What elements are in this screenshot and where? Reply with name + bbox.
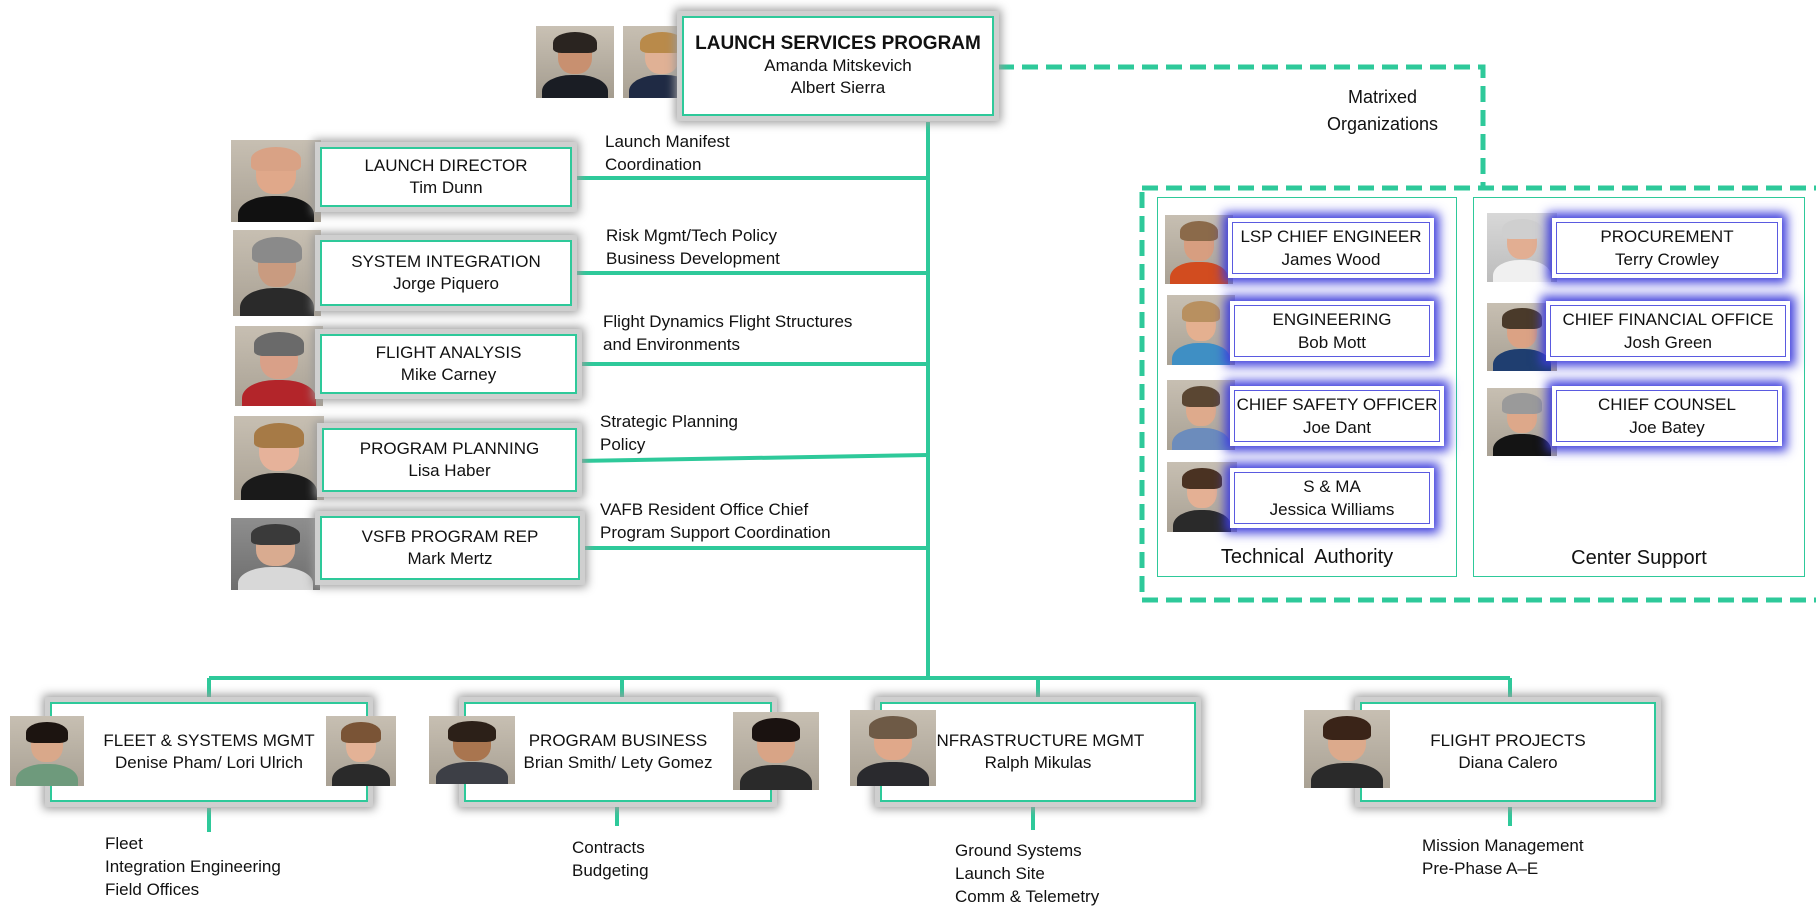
photo-ralph-mikulas bbox=[850, 710, 936, 786]
photo-joe-batey bbox=[1487, 388, 1557, 456]
project-name: Brian Smith/ Lety Gomez bbox=[523, 753, 713, 772]
photo-diana-calero bbox=[1304, 710, 1390, 788]
top-program-name-2: Albert Sierra bbox=[790, 78, 886, 97]
project-name: Ralph Mikulas bbox=[984, 753, 1092, 772]
staff-name: Jorge Piquero bbox=[393, 274, 499, 293]
staff-box-launch-director: LAUNCH DIRECTOR Tim Dunn bbox=[320, 147, 572, 207]
photo-mike-carney bbox=[235, 326, 323, 406]
project-title: FLEET & SYSTEMS MGMT bbox=[103, 731, 315, 750]
staff-name: Mark Mertz bbox=[407, 549, 493, 568]
staff-title: SYSTEM INTEGRATION bbox=[351, 252, 541, 271]
cs-box-procurement: PROCUREMENT Terry Crowley bbox=[1556, 222, 1778, 274]
top-program-box: LAUNCH SERVICES PROGRAM Amanda Mitskevic… bbox=[682, 16, 994, 116]
ta-name: Joe Dant bbox=[1302, 418, 1372, 437]
photo-bob-mott bbox=[1167, 295, 1235, 365]
staff-desc-program-planning: Strategic Planning Policy bbox=[600, 412, 738, 454]
photo-josh-green bbox=[1487, 303, 1557, 371]
center-support-panel bbox=[1473, 197, 1805, 577]
ta-title: CHIEF SAFETY OFFICER bbox=[1236, 395, 1438, 414]
ta-name: James Wood bbox=[1281, 250, 1381, 269]
technical-authority-panel bbox=[1157, 197, 1457, 577]
project-desc-fleet: Fleet Integration Engineering Field Offi… bbox=[105, 834, 281, 899]
photo-tim-dunn bbox=[231, 140, 321, 222]
cs-name: Joe Batey bbox=[1629, 418, 1705, 437]
cs-title: CHIEF COUNSEL bbox=[1598, 395, 1736, 414]
photo-joe-dant bbox=[1167, 380, 1235, 450]
top-program-title: LAUNCH SERVICES PROGRAM bbox=[695, 33, 981, 54]
photo-denise-pham bbox=[10, 716, 84, 786]
technical-authority-label: Technical Authority bbox=[1220, 546, 1394, 568]
project-title: FLIGHT PROJECTS bbox=[1430, 731, 1586, 750]
project-title: PROGRAM BUSINESS bbox=[528, 731, 708, 750]
ta-box-s-and-ma: S & MA Jessica Williams bbox=[1234, 472, 1430, 524]
staff-box-flight-analysis: FLIGHT ANALYSIS Mike Carney bbox=[320, 334, 577, 394]
ta-title: ENGINEERING bbox=[1272, 310, 1392, 329]
cs-name: Terry Crowley bbox=[1615, 250, 1719, 269]
photo-mark-mertz bbox=[231, 518, 320, 590]
photo-jessica-williams bbox=[1167, 462, 1237, 532]
photo-brian-smith bbox=[429, 716, 515, 784]
photo-albert-sierra bbox=[536, 26, 614, 98]
staff-box-program-planning: PROGRAM PLANNING Lisa Haber bbox=[322, 428, 577, 492]
staff-desc-vsfb-program-rep: VAFB Resident Office Chief Program Suppo… bbox=[600, 500, 831, 542]
project-box-program-business: PROGRAM BUSINESS Brian Smith/ Lety Gomez bbox=[464, 702, 772, 802]
ta-name: Jessica Williams bbox=[1269, 500, 1395, 519]
cs-box-chief-financial-office: CHIEF FINANCIAL OFFICE Josh Green bbox=[1550, 305, 1786, 357]
project-title: INFRASTRUCTURE MGMT bbox=[931, 731, 1145, 750]
staff-box-vsfb-program-rep: VSFB PROGRAM REP Mark Mertz bbox=[320, 516, 580, 580]
photo-james-wood bbox=[1165, 215, 1233, 284]
ta-title: LSP CHIEF ENGINEER bbox=[1240, 227, 1422, 246]
ta-box-chief-safety-officer: CHIEF SAFETY OFFICER Joe Dant bbox=[1234, 390, 1440, 442]
staff-title: VSFB PROGRAM REP bbox=[361, 527, 539, 546]
ta-title: S & MA bbox=[1303, 477, 1361, 496]
project-desc-business: Contracts Budgeting bbox=[572, 838, 649, 880]
project-desc-flight-projects: Mission Management Pre-Phase A–E bbox=[1422, 836, 1584, 878]
ta-name: Bob Mott bbox=[1297, 333, 1367, 352]
photo-terry-crowley bbox=[1487, 213, 1557, 282]
photo-jorge-piquero bbox=[233, 230, 321, 316]
project-name: Denise Pham/ Lori Ulrich bbox=[114, 753, 303, 772]
matrixed-organizations-label: Matrixed Organizations bbox=[1327, 87, 1439, 134]
cs-name: Josh Green bbox=[1624, 333, 1712, 352]
photo-lety-gomez bbox=[733, 712, 819, 790]
top-program-name-1: Amanda Mitskevich bbox=[764, 56, 912, 75]
cs-title: CHIEF FINANCIAL OFFICE bbox=[1562, 310, 1774, 329]
staff-name: Tim Dunn bbox=[409, 178, 483, 197]
staff-desc-launch-director: Launch Manifest Coordination bbox=[605, 132, 730, 174]
cs-title: PROCUREMENT bbox=[1600, 227, 1734, 246]
staff-desc-system-integration: Risk Mgmt/Tech Policy Business Developme… bbox=[606, 226, 780, 268]
matrix-dashed-connector bbox=[998, 64, 1486, 188]
ta-box-chief-engineer: LSP CHIEF ENGINEER James Wood bbox=[1232, 222, 1430, 274]
ta-box-engineering: ENGINEERING Bob Mott bbox=[1234, 305, 1430, 357]
matrix-dashed-border bbox=[1139, 185, 1816, 603]
project-box-flight-projects: FLIGHT PROJECTS Diana Calero bbox=[1360, 702, 1656, 802]
staff-name: Lisa Haber bbox=[408, 461, 491, 480]
staff-title: LAUNCH DIRECTOR bbox=[364, 156, 528, 175]
cs-box-chief-counsel: CHIEF COUNSEL Joe Batey bbox=[1556, 390, 1778, 442]
staff-desc-flight-analysis: Flight Dynamics Flight Structures and En… bbox=[603, 312, 853, 354]
center-support-label: Center Support bbox=[1571, 547, 1707, 569]
branch-line-program-planning bbox=[574, 453, 929, 463]
photo-lisa-haber bbox=[234, 416, 324, 500]
staff-title: PROGRAM PLANNING bbox=[359, 439, 540, 458]
project-box-fleet-systems: FLEET & SYSTEMS MGMT Denise Pham/ Lori U… bbox=[50, 702, 368, 802]
project-name: Diana Calero bbox=[1458, 753, 1558, 772]
staff-name: Mike Carney bbox=[400, 365, 497, 384]
project-desc-infrastructure: Ground Systems Launch Site Comm & Teleme… bbox=[955, 841, 1100, 906]
staff-box-system-integration: SYSTEM INTEGRATION Jorge Piquero bbox=[320, 240, 572, 306]
staff-title: FLIGHT ANALYSIS bbox=[375, 343, 522, 362]
photo-lori-ulrich bbox=[326, 716, 396, 786]
